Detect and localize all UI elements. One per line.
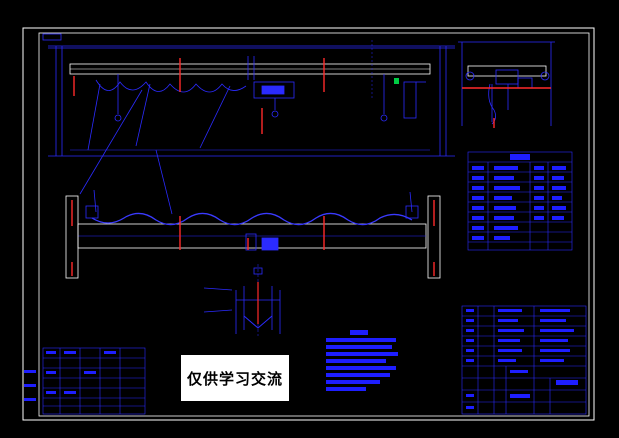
girder-section-detail: [203, 264, 281, 336]
sheet-code-box: [42, 33, 62, 41]
inner-frame: [38, 32, 590, 417]
plan-view-details: [79, 89, 419, 251]
technical-notes: [326, 330, 398, 391]
plan-view: [65, 195, 441, 279]
title-block: [461, 305, 587, 415]
title-block-entries: [466, 309, 578, 409]
parameter-table-entries: [472, 154, 566, 240]
parameter-table: [467, 151, 573, 251]
revision-table: [42, 347, 146, 415]
revision-table-entries: [24, 351, 116, 401]
outer-frame: [22, 27, 595, 421]
control-box: [394, 78, 399, 84]
front-elevation: [48, 40, 455, 157]
side-view-marks: [462, 87, 551, 128]
watermark-box: 仅供学习交流: [180, 354, 290, 402]
watermark-text: 仅供学习交流: [186, 369, 283, 388]
girder-splice-marks: [73, 58, 325, 134]
plan-view-marks: [71, 200, 435, 276]
side-elevation: [458, 41, 555, 126]
